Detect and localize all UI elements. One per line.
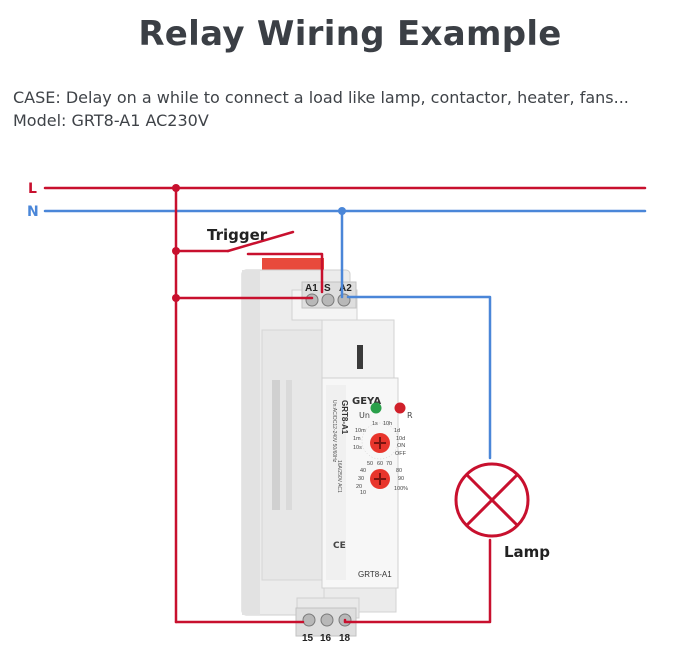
svg-text:10m: 10m bbox=[355, 428, 366, 434]
svg-text:OFF: OFF bbox=[395, 451, 407, 457]
svg-text:70: 70 bbox=[386, 461, 392, 467]
relay-side-spec-2: 16A/250V AC1 bbox=[336, 460, 342, 493]
line-label-l: L bbox=[28, 181, 37, 197]
relay-module bbox=[241, 258, 399, 619]
svg-text:1s: 1s bbox=[372, 421, 378, 427]
svg-text:30: 30 bbox=[358, 476, 364, 482]
page-title: Relay Wiring Example bbox=[138, 14, 562, 54]
terminal-15[interactable] bbox=[302, 613, 316, 627]
svg-text:16: 16 bbox=[320, 633, 332, 644]
svg-text:10d: 10d bbox=[396, 436, 405, 442]
trigger-switch-blade bbox=[226, 230, 295, 253]
svg-text:60: 60 bbox=[377, 461, 383, 467]
svg-text:S: S bbox=[324, 283, 331, 294]
ce-mark: CE bbox=[333, 541, 346, 551]
trigger-label: Trigger bbox=[207, 226, 268, 244]
svg-text:18: 18 bbox=[339, 633, 351, 644]
led-un bbox=[370, 402, 382, 414]
lamp-cross-2 bbox=[465, 473, 519, 527]
svg-text:100%: 100% bbox=[394, 486, 408, 492]
relay-brand: GEYA bbox=[352, 396, 381, 407]
svg-text:80: 80 bbox=[396, 468, 402, 474]
svg-text:ON: ON bbox=[397, 443, 405, 449]
led-r-label: R bbox=[407, 411, 413, 420]
svg-text:15: 15 bbox=[302, 633, 314, 644]
wire-n-lamp bbox=[346, 295, 492, 460]
svg-text:1m: 1m bbox=[353, 436, 361, 442]
led-un-label: Un bbox=[359, 411, 370, 420]
lamp-label: Lamp bbox=[504, 543, 550, 561]
case-description: CASE: Delay on a while to connect a load… bbox=[13, 88, 629, 107]
terminal-s[interactable] bbox=[321, 293, 335, 307]
wire-18-lamp bbox=[343, 538, 492, 624]
svg-text:10h: 10h bbox=[383, 421, 392, 427]
svg-text:50: 50 bbox=[367, 461, 373, 467]
led-r bbox=[394, 402, 406, 414]
relay-front-panel: GEYA Un R 1s 10h 10m 1m 10s 1d 10d ON OF… bbox=[352, 396, 413, 579]
relay-side-model: GRT8-A1 bbox=[340, 400, 349, 435]
junction-dots bbox=[172, 184, 346, 302]
svg-text:20: 20 bbox=[356, 484, 362, 490]
relay-side-spec-1: Un:AC/DC12-240V 50/60Hz bbox=[331, 400, 337, 463]
svg-text:10s: 10s bbox=[353, 445, 362, 451]
svg-text:40: 40 bbox=[360, 468, 366, 474]
lamp-symbol bbox=[454, 462, 530, 538]
model-line: Model: GRT8-A1 AC230V bbox=[13, 111, 209, 130]
relay-front-model: GRT8-A1 bbox=[358, 570, 392, 579]
svg-text:10: 10 bbox=[360, 490, 366, 496]
svg-text:A2: A2 bbox=[339, 283, 352, 294]
svg-text:1d: 1d bbox=[394, 428, 400, 434]
line-label-n: N bbox=[27, 204, 39, 220]
terminal-a1[interactable] bbox=[305, 293, 319, 307]
svg-text:A1: A1 bbox=[305, 283, 318, 294]
terminal-16[interactable] bbox=[320, 613, 334, 627]
wire-trigger-s bbox=[246, 252, 324, 294]
relay-side-print: GRT8-A1 Un:AC/DC12-240V 50/60Hz 16A/250V… bbox=[331, 400, 349, 551]
svg-text:90: 90 bbox=[398, 476, 404, 482]
